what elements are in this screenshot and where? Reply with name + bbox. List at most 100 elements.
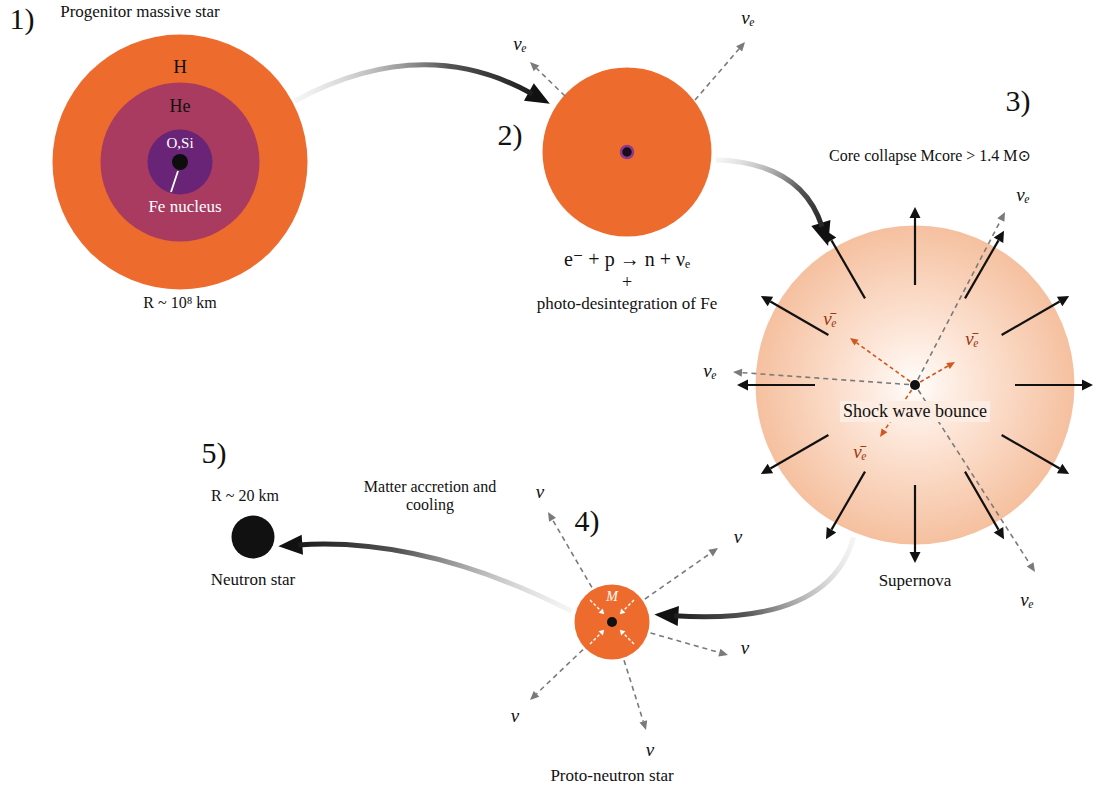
- neutrino-arrow-line: [645, 553, 711, 599]
- stage-arrow: [716, 160, 831, 246]
- shock-arrow: [1002, 435, 1070, 474]
- neutrino-arrow: [918, 212, 1005, 380]
- shock-arrow-line: [914, 218, 916, 285]
- stage-arrow: [654, 537, 853, 626]
- neutrino-label: ν: [536, 481, 544, 503]
- proto-neutron-star: MProto-neutron starννννν: [574, 584, 650, 660]
- neutrino-arrow: [530, 650, 583, 700]
- shock-arrow-head: [826, 231, 836, 243]
- helium-shell-outline: [101, 83, 260, 242]
- neutrino-arrow-line: [918, 220, 1001, 380]
- callout-number: 4): [575, 504, 600, 539]
- shock-arrow-line: [1002, 435, 1060, 469]
- helium-shell: HeO,SiFe nucleus: [100, 82, 260, 242]
- part-label: Fe nucleus: [148, 197, 221, 217]
- neutrino-arrow-head: [639, 720, 647, 730]
- shock-arrow-head: [737, 380, 748, 391]
- accretion-arrow-head: [620, 630, 626, 636]
- neutrino-arrow-head: [736, 42, 745, 51]
- leader-line: [171, 171, 178, 192]
- progenitor-star-outline: [53, 35, 308, 290]
- antineutrino-arrow-head: [880, 428, 887, 437]
- collapsing-star-outline: [543, 68, 712, 237]
- shock-arrow: [910, 207, 921, 285]
- arrow-curve: [716, 160, 822, 227]
- neutrino-arrow-line: [650, 633, 719, 653]
- neutrino-arrow-line: [536, 68, 565, 96]
- antineutrino-arrow-line: [856, 343, 910, 382]
- neutrino-label: νₑ: [1020, 589, 1033, 611]
- neutrino-arrow-line: [537, 650, 583, 694]
- neutrino-label: νₑ: [1016, 184, 1029, 206]
- callout-number: 2): [498, 118, 523, 153]
- process-label: photo-desintegration of Fe: [537, 294, 717, 314]
- shock-arrow: [761, 435, 829, 474]
- shock-arrow-line: [965, 240, 999, 298]
- neutrino-label: ν: [734, 526, 742, 548]
- neutrino-label: ν: [741, 637, 749, 659]
- antineutrino-arrow-line: [920, 366, 948, 382]
- shock-arrow: [761, 296, 829, 335]
- core-dot: [607, 617, 617, 627]
- shock-arrow: [1002, 296, 1070, 335]
- layer-label: H: [173, 56, 187, 78]
- neutrino-arrow-line: [742, 373, 909, 385]
- neutrino-arrow-head: [1027, 562, 1035, 572]
- neutrino-arrow-head: [733, 369, 742, 377]
- shock-arrow: [826, 231, 865, 299]
- accretion-arrow-head: [620, 609, 626, 615]
- accretion-arrow-line: [590, 600, 601, 611]
- supernova-sphere-shape: [755, 225, 1075, 545]
- shock-arrow-line: [1002, 302, 1060, 336]
- stage-title: Proto-neutron star: [550, 766, 673, 786]
- mass-symbol: M: [606, 589, 618, 605]
- core-dot: [621, 146, 633, 158]
- oxygen-silicon-shell-outline: [148, 130, 213, 195]
- shock-arrow: [737, 380, 815, 391]
- supernova-sphere: Shock wave bounceSupernovaνₑνₑνₑν̄ₑν̄ₑν̄…: [755, 225, 1075, 545]
- neutrino-arrow: [530, 62, 565, 96]
- shock-arrow-line: [965, 472, 999, 530]
- antineutrino-arrow-head: [946, 362, 955, 369]
- accretion-arrow: [590, 630, 604, 644]
- neutrino-arrow-line: [695, 49, 739, 100]
- neutrino-arrow-line: [624, 660, 643, 721]
- iron-core: [172, 154, 188, 170]
- neutrino-arrow: [733, 369, 909, 385]
- callout-number: 5): [202, 436, 227, 471]
- arrow-label: Matter accretion and cooling: [352, 478, 508, 515]
- accretion-arrow-line: [590, 633, 601, 644]
- oxygen-silicon-shell: O,SiFe nucleus: [147, 129, 213, 195]
- shock-arrow: [965, 472, 1004, 540]
- neutrino-arrow-head: [548, 512, 556, 522]
- plus-sign: +: [622, 272, 632, 293]
- neutrino-arrow-head: [530, 62, 539, 71]
- shock-arrow-line: [1015, 384, 1082, 386]
- neutrino-label: νₑ: [703, 360, 716, 382]
- accretion-arrow: [590, 600, 604, 614]
- shock-arrow-head: [761, 464, 773, 474]
- neutrino-arrow-head: [708, 548, 718, 556]
- stage-title: Progenitor massive star: [60, 2, 220, 22]
- stage-arrow: [295, 65, 550, 104]
- shock-arrow-line: [832, 240, 866, 298]
- layer-label: He: [170, 96, 191, 117]
- reaction-formula: e⁻ + p → n + νₑ: [564, 248, 690, 271]
- radius-label: R ~ 10⁸ km: [143, 294, 216, 312]
- shock-arrow: [965, 231, 1004, 299]
- neutrino-arrow-head: [530, 691, 539, 700]
- antineutrino-label: ν̄ₑ: [965, 328, 978, 350]
- shock-arrow-head: [910, 552, 921, 563]
- shock-arrow-head: [1082, 380, 1093, 391]
- shock-arrow-line: [748, 384, 815, 386]
- shock-arrow: [1015, 380, 1093, 391]
- neutron-star-outline: [232, 516, 275, 559]
- arrow-curve: [298, 544, 571, 611]
- neutrino-arrow: [695, 42, 745, 100]
- arrow-curve: [295, 65, 533, 101]
- core-dot: [910, 380, 920, 390]
- stage-title: Neutron star: [211, 570, 296, 590]
- progenitor-star: Progenitor massive starHR ~ 10⁸ kmHeO,Si…: [52, 34, 308, 290]
- collapsing-star: e⁻ + p → n + νₑ+photo-desintegration of …: [542, 67, 712, 237]
